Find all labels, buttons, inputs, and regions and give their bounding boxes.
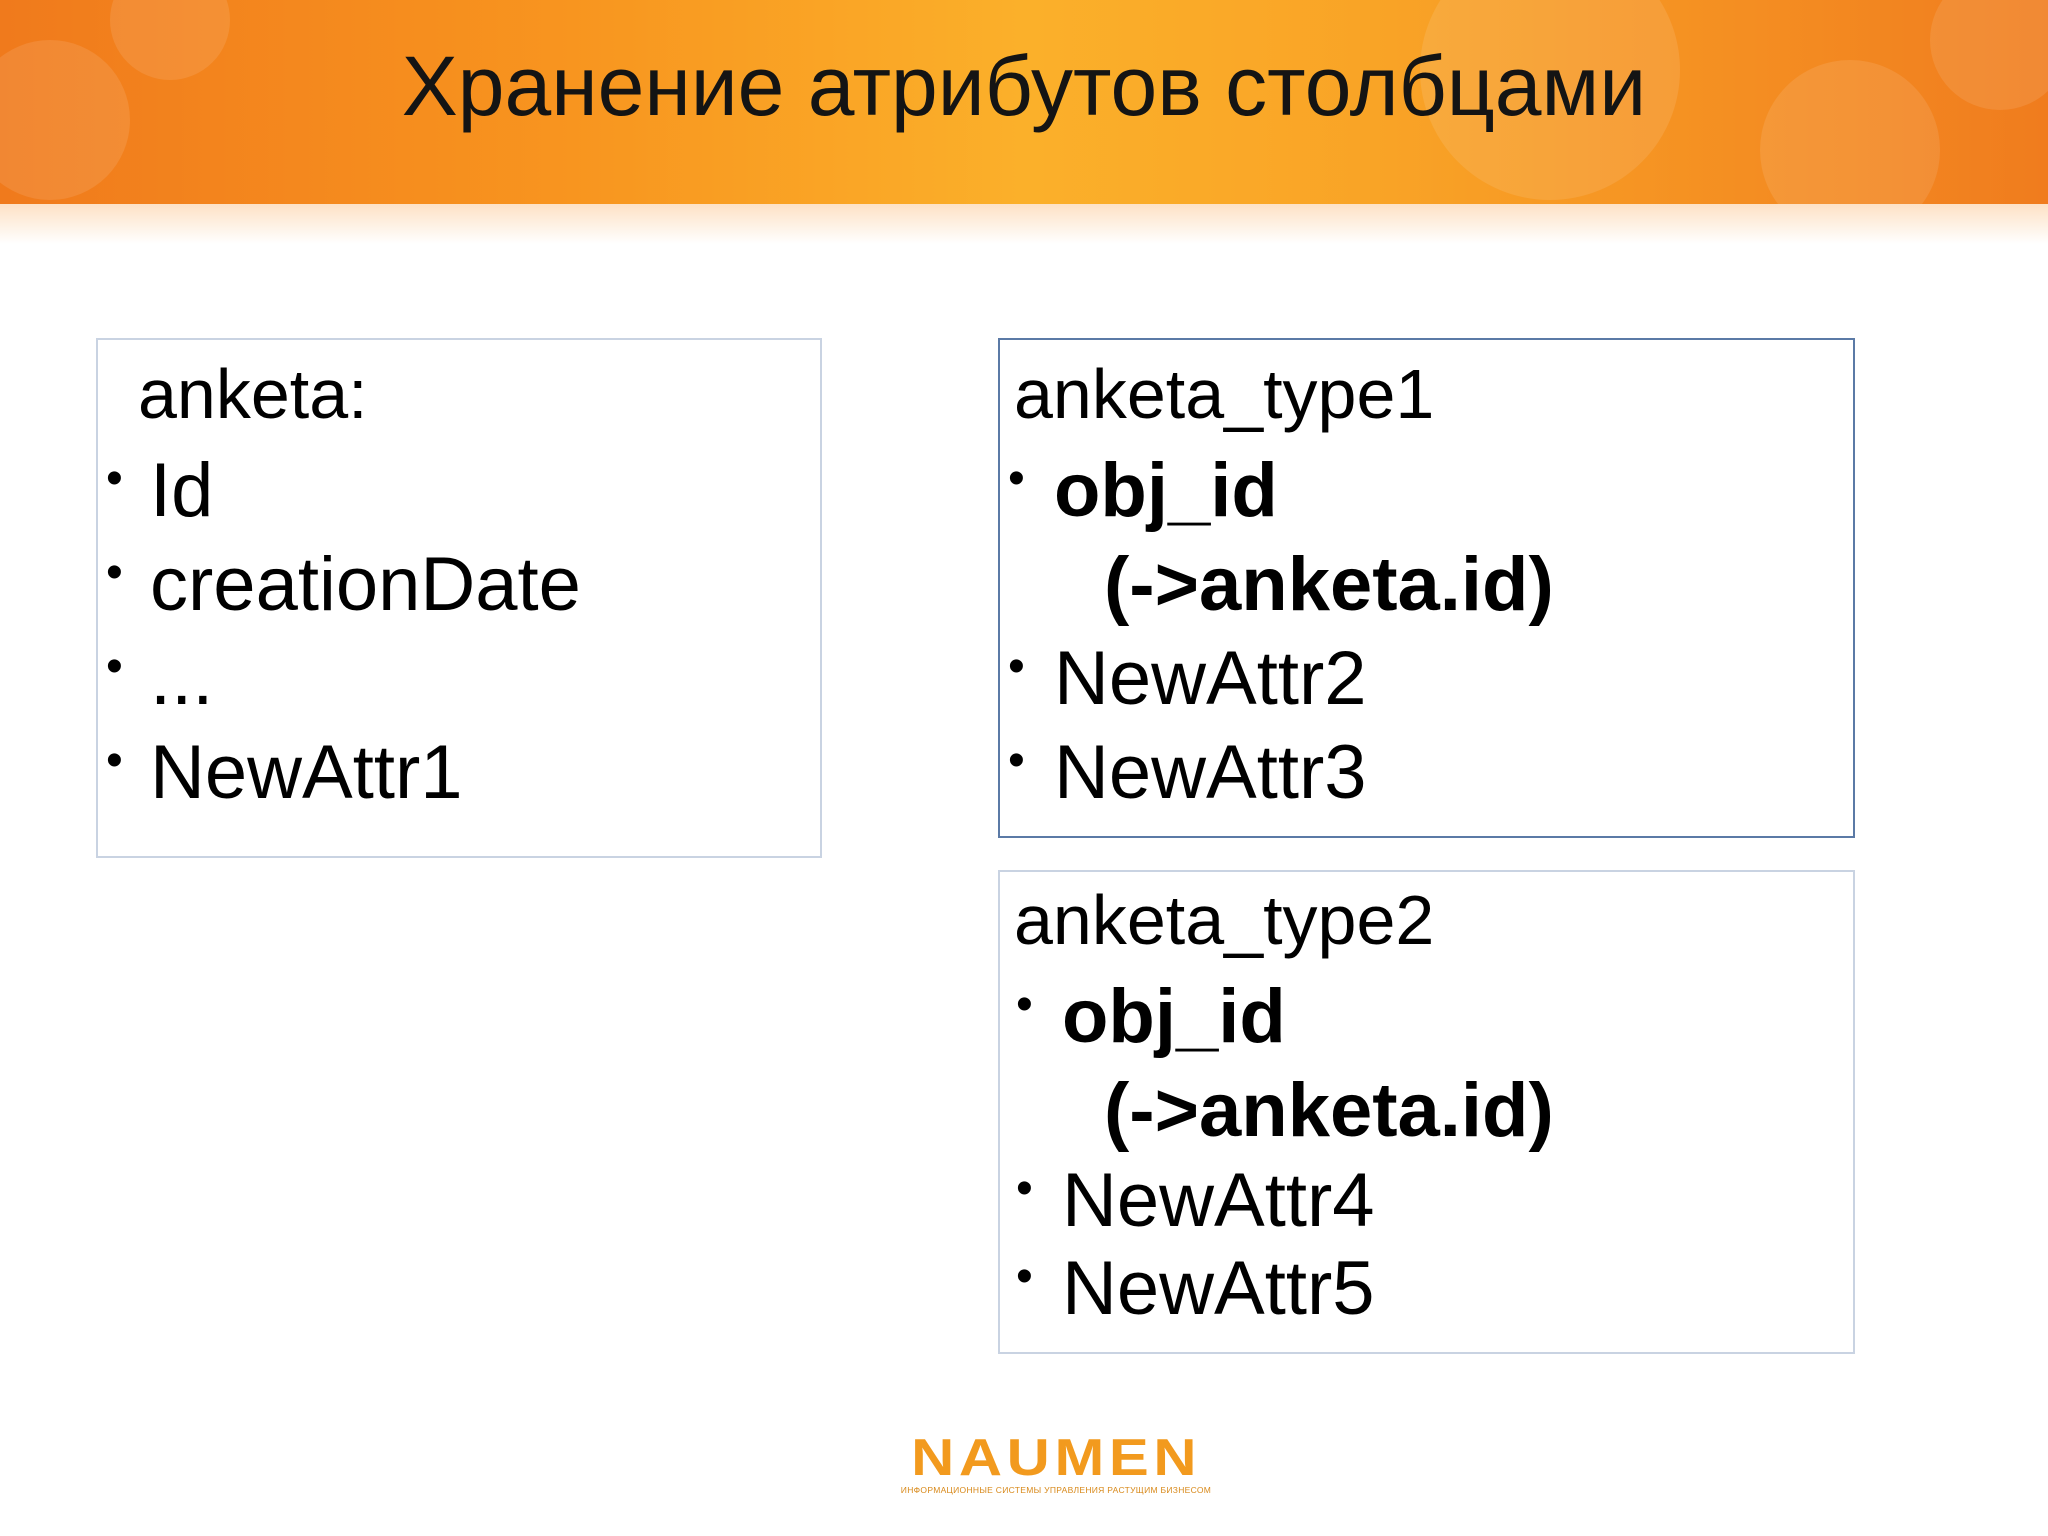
list-item-text: ... [150, 636, 214, 721]
bullet-icon: • [106, 640, 123, 693]
bullet-icon: • [1016, 978, 1033, 1031]
list-item-text: NewAttr1 [150, 730, 463, 815]
bullet-icon: • [1008, 734, 1025, 787]
header-shadow [0, 204, 2048, 244]
key-label: obj_id [1062, 974, 1286, 1059]
bullet-icon: • [1008, 640, 1025, 693]
list-item-text: creationDate [150, 542, 581, 627]
bullet-icon: • [1008, 452, 1025, 505]
key-reference: (->anketa.id) [1104, 1068, 1554, 1153]
list-item-text: NewAttr3 [1054, 730, 1367, 815]
bullet-icon: • [106, 452, 123, 505]
bullet-icon: • [1016, 1162, 1033, 1215]
header-decoration [1760, 60, 1940, 204]
anketa-type1-box: anketa_type1 • obj_id (->anketa.id) • Ne… [998, 338, 1855, 838]
bullet-icon: • [1016, 1250, 1033, 1303]
list-item-text: Id [150, 448, 214, 533]
naumen-logo: NAUMEN ИНФОРМАЦИОННЫЕ СИСТЕМЫ УПРАВЛЕНИЯ… [900, 1432, 1212, 1502]
list-item-text: NewAttr5 [1062, 1246, 1375, 1331]
slide-title: Хранение атрибутов столбцами [401, 39, 1647, 133]
list-item-text: NewAttr2 [1054, 636, 1367, 721]
key-label: obj_id [1054, 448, 1278, 533]
logo-tagline: ИНФОРМАЦИОННЫЕ СИСТЕМЫ УПРАВЛЕНИЯ РАСТУЩ… [900, 1485, 1212, 1495]
bullet-icon: • [106, 546, 123, 599]
header-decoration [0, 40, 130, 200]
header-banner: Хранение атрибутов столбцами [0, 0, 2048, 204]
key-reference: (->anketa.id) [1104, 542, 1554, 627]
anketa-type2-box: anketa_type2 • obj_id (->anketa.id) • Ne… [998, 870, 1855, 1354]
anketa-box-title: anketa: [138, 355, 368, 433]
anketa-type1-box-title: anketa_type1 [1014, 355, 1435, 433]
header-decoration [1420, 0, 1680, 200]
anketa-box: anketa: • Id • creationDate • ... • NewA… [96, 338, 822, 858]
logo-wordmark: NAUMEN [910, 1429, 1202, 1487]
bullet-icon: • [106, 734, 123, 787]
anketa-type2-box-title: anketa_type2 [1014, 881, 1435, 959]
list-item-text: NewAttr4 [1062, 1158, 1375, 1243]
